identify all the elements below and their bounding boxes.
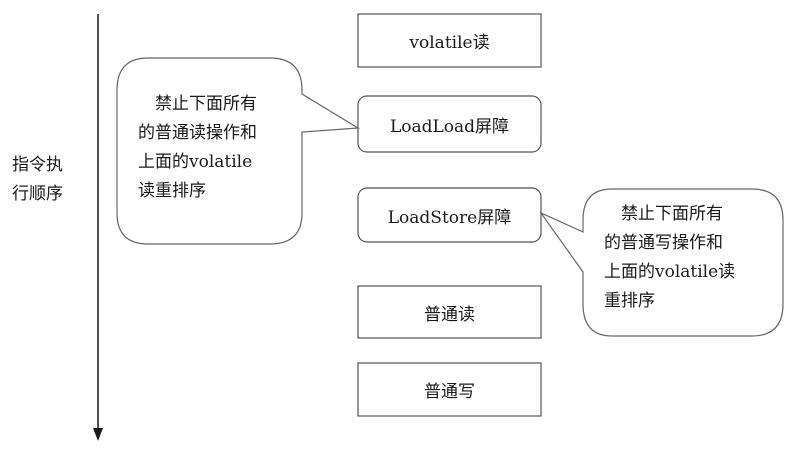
box-loadstore-barrier — [357, 187, 542, 243]
timeline-label-line-2: 行顺序 — [12, 184, 63, 204]
box-normal-read — [357, 285, 542, 339]
box-normal-write — [357, 362, 542, 417]
callout-left-bubble — [116, 57, 360, 245]
box-loadload-barrier — [357, 95, 542, 153]
timeline-label: 指令执 行顺序 — [12, 151, 88, 209]
callout-right-bubble — [539, 188, 784, 337]
timeline-arrowhead — [93, 428, 103, 441]
box-volatile-read — [357, 13, 542, 68]
timeline-label-line-1: 指令执 — [12, 155, 63, 175]
